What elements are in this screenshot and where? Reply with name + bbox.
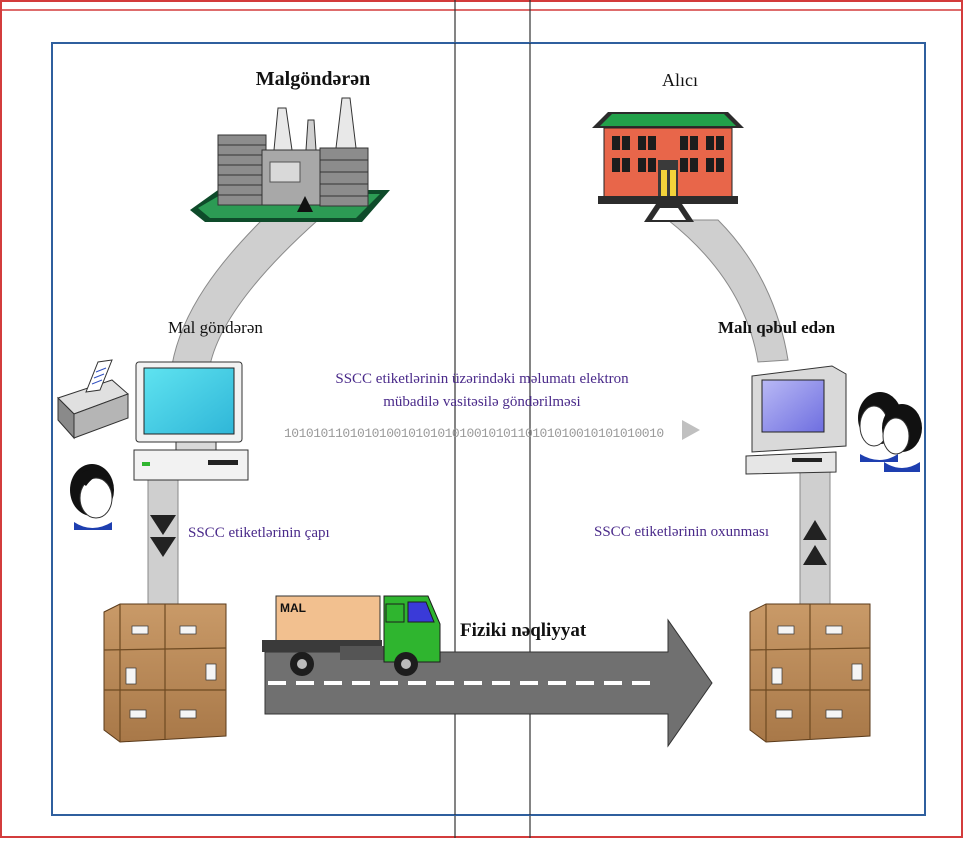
receiver-top-label: Alıcı [662, 70, 698, 90]
receiver-computer-icon [745, 365, 847, 475]
truck-icon: MAL [262, 595, 441, 676]
truck-cargo-label: MAL [280, 601, 306, 615]
sender-pc-label: Mal göndərən [168, 318, 263, 337]
print-arrow-2 [150, 537, 176, 557]
receiver-pc-label: Malı qəbul edən [718, 318, 836, 337]
edi-stream-glyphs: 1010101101010100101010101001010110101010… [284, 426, 664, 441]
sender-person-icon [70, 464, 114, 530]
edi-label-line2: mübadilə vasitəsilə göndərilməsi [383, 394, 581, 410]
receiver-box-stack [749, 603, 871, 743]
factory-icon [190, 97, 390, 222]
receiver-people-icon [858, 392, 922, 472]
edi-stream-arrow: 1010101101010100101010101001010110101010… [284, 420, 700, 441]
scan-arrow-1 [803, 520, 827, 540]
edi-label-line1: SSCC etiketlərinin üzərindəki məlumatı e… [335, 371, 629, 387]
right-flow-band-upper [666, 219, 789, 363]
transport-arrow [264, 618, 713, 748]
sender-box-stack [103, 603, 227, 743]
transport-label: Fiziki nəqliyyat [460, 620, 587, 641]
sender-top-label: Malgöndərən [255, 68, 371, 90]
scan-labels-label: SSCC etiketlərinin oxunması [594, 524, 769, 540]
print-arrow-1 [150, 515, 176, 535]
printer-icon [57, 359, 129, 440]
print-labels-label: SSCC etiketlərinin çapı [188, 525, 330, 541]
scan-arrow-2 [803, 545, 827, 565]
sender-computer-icon [133, 361, 249, 481]
building-icon [592, 112, 744, 222]
